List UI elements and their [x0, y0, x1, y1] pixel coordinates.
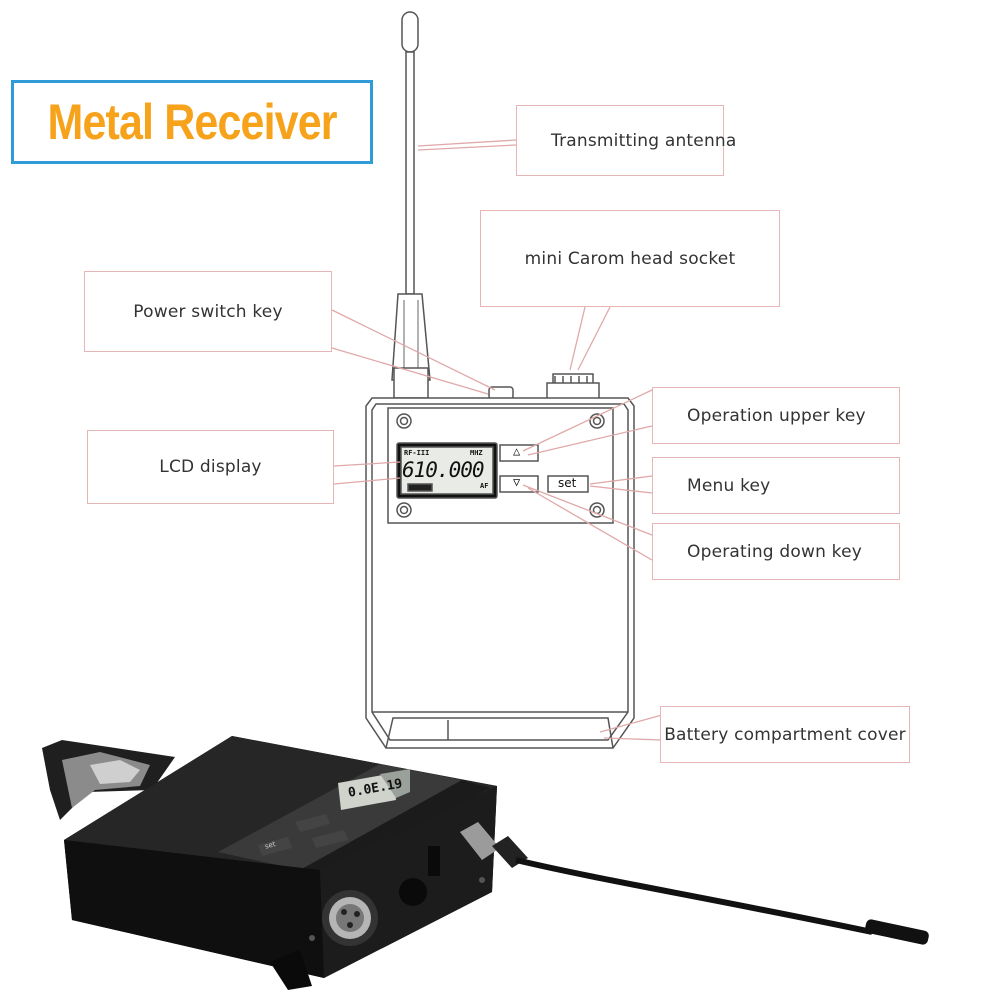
- callout-battery-cover: Battery compartment cover: [660, 706, 910, 763]
- lcd-mhz-label: MHZ: [470, 449, 483, 457]
- up-key-icon: △: [513, 444, 521, 458]
- callout-menu-key: Menu key: [652, 457, 900, 514]
- down-key-icon: ▽: [513, 475, 521, 489]
- callout-down-key-label: Operating down key: [687, 541, 863, 562]
- device-body-drawing: [365, 397, 635, 749]
- callout-socket-label: mini Carom head socket: [524, 248, 736, 269]
- receiver-photo: [42, 736, 929, 990]
- callout-socket: mini Carom head socket: [480, 210, 780, 307]
- leader-lines: [331, 139, 663, 741]
- lcd-af-label: AF: [480, 482, 489, 490]
- callout-down-key: Operating down key: [652, 523, 900, 580]
- callout-power: Power switch key: [84, 271, 332, 352]
- callout-menu-key-label: Menu key: [687, 475, 771, 496]
- lcd-frequency: 610.000: [402, 458, 485, 482]
- lcd-rf-label: RF-III: [404, 449, 430, 457]
- set-key-label: set: [558, 476, 577, 490]
- callout-lcd-label: LCD display: [159, 457, 262, 477]
- callout-power-label: Power switch key: [133, 301, 283, 322]
- callout-antenna-label: Transmitting antenna: [551, 130, 737, 151]
- callout-up-key: Operation upper key: [652, 387, 900, 444]
- socket-drawing: [546, 373, 600, 400]
- callout-antenna: Transmitting antenna: [516, 105, 736, 176]
- antenna-drawing: [391, 11, 431, 399]
- page-title: Metal Receiver: [47, 94, 337, 150]
- callout-lcd: LCD display: [87, 430, 334, 504]
- title-box: Metal Receiver: [11, 80, 373, 164]
- callout-battery-cover-label: Battery compartment cover: [664, 724, 906, 745]
- callout-up-key-label: Operation upper key: [687, 405, 866, 426]
